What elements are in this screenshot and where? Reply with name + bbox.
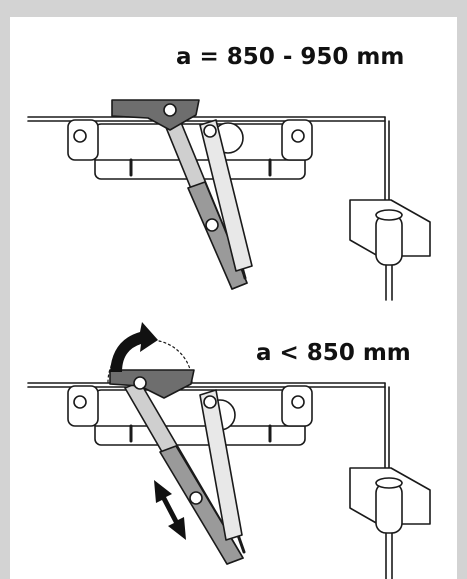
slide-shoe-top	[111, 99, 200, 131]
dimension-label-bottom: a < 850 mm	[256, 340, 411, 366]
door-hinge-top	[349, 199, 431, 301]
adjustment-double-arrow	[154, 480, 186, 540]
main-arm-bottom	[199, 389, 243, 541]
main-arm-top	[199, 119, 253, 272]
closer-body-bottom	[67, 385, 313, 446]
rotation-arrow	[110, 322, 158, 372]
door-hinge-bottom	[349, 467, 431, 579]
forearm-bottom	[124, 381, 246, 565]
dimension-label-top: a = 850 - 950 mm	[176, 44, 405, 70]
slide-shoe-bottom	[109, 369, 195, 399]
closer-body-top	[67, 119, 313, 180]
